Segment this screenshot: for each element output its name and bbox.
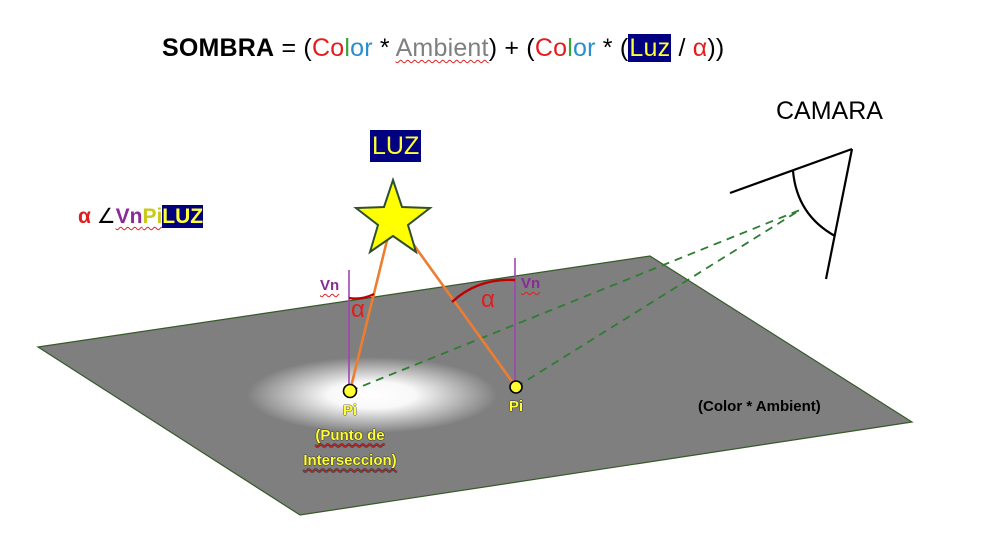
formula-sombra: SOMBRA [162, 34, 275, 62]
shading-formula: SOMBRA = (Color * Ambient) + (Color * (L… [162, 34, 724, 63]
formula-eq: = ( [274, 34, 312, 62]
formula-color1-o: o [330, 34, 345, 62]
normal-label-right: Vn [521, 275, 541, 292]
star-icon [353, 176, 433, 255]
camera-icon [729, 147, 854, 280]
angle-def-luz: LUZ [162, 205, 204, 228]
formula-end: )) [707, 34, 725, 62]
angle-arc-left [348, 293, 375, 300]
point-left-sub2: Interseccion) [303, 452, 397, 469]
formula-mult1: * [372, 34, 396, 62]
alpha-label-left: α [351, 296, 365, 323]
light-spot [247, 357, 497, 433]
point-right-label: Pi [508, 398, 524, 415]
angle-symbol: ∠ [90, 205, 116, 228]
formula-color1-l: l [344, 34, 351, 62]
formula-color2-o: o [553, 34, 568, 62]
formula-ambient: Ambient [395, 34, 489, 62]
formula-mult2: * ( [595, 34, 629, 62]
intersection-point-right [509, 380, 523, 394]
light-ray-left [348, 215, 395, 392]
ambient-label: (Color * Ambient) [698, 398, 821, 415]
formula-luz: Luz [628, 34, 672, 62]
formula-color2-l: l [567, 34, 573, 62]
angle-def-alpha: α [78, 205, 91, 228]
formula-color1-r: r [364, 34, 373, 62]
formula-color1-c: C [311, 34, 331, 62]
formula-div: / [671, 34, 693, 62]
formula-color2-o2: o [572, 34, 588, 62]
angle-arc-right [451, 278, 516, 303]
ambient-label-text: (Color * Ambient) [698, 398, 821, 415]
point-left-label: Pi [342, 402, 358, 419]
formula-mid: ) + ( [488, 34, 535, 62]
angle-def-pi: Pi [142, 205, 163, 228]
normal-label-left: Vn [320, 277, 340, 294]
angle-definition: α ∠VnPiLUZ [78, 204, 204, 229]
point-left-sub1: (Punto de [315, 427, 385, 444]
formula-alpha: α [692, 34, 708, 62]
intersection-label-left: Pi (Punto de Interseccion) [285, 398, 415, 473]
alpha-label-right: α [481, 286, 495, 313]
camera-ray-left [349, 209, 801, 392]
intersection-point-left [342, 383, 358, 399]
formula-color1-o2: o [350, 34, 365, 62]
camera-label: CAMARA [776, 97, 883, 125]
formula-color2-r: r [587, 34, 596, 62]
light-label: LUZ [370, 130, 422, 162]
formula-color2-c: C [534, 34, 554, 62]
angle-def-vn: Vn [115, 205, 143, 228]
